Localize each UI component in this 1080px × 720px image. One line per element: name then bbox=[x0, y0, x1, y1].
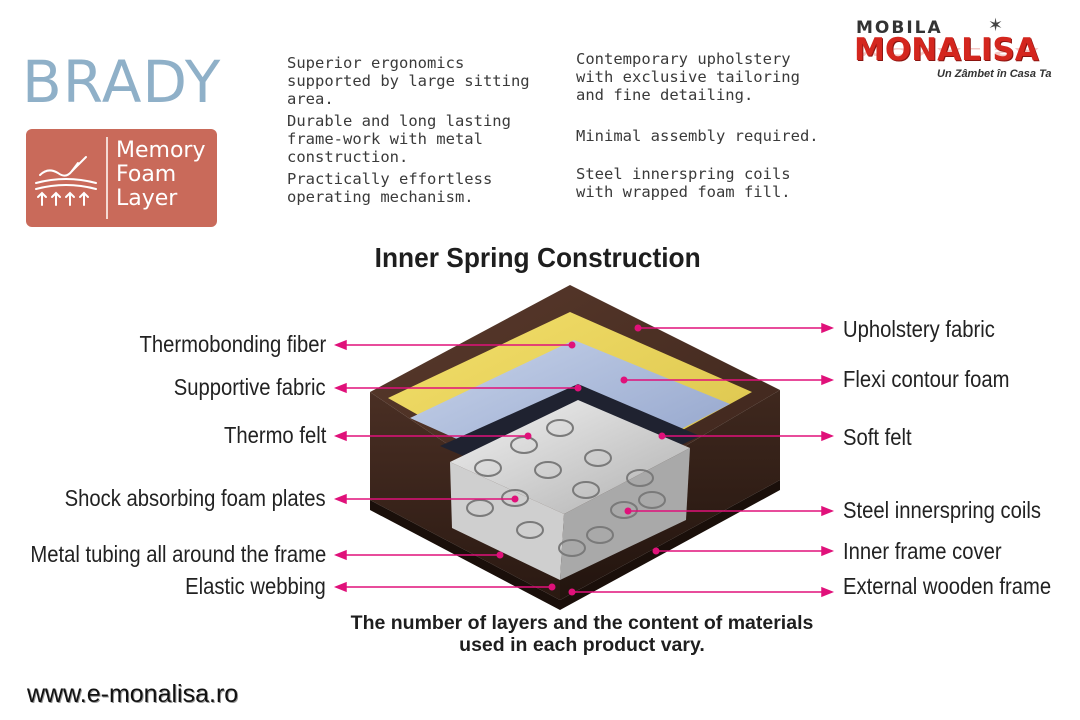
feature-text: Superior ergonomics supported by large s… bbox=[287, 54, 530, 108]
feature-text: Contemporary upholstery with exclusive t… bbox=[576, 50, 800, 104]
coil-block bbox=[450, 400, 690, 514]
leader-lines bbox=[333, 322, 835, 598]
coil-block-front-left bbox=[450, 462, 564, 580]
label-thermobonding-fiber: Thermobonding fiber bbox=[139, 331, 326, 357]
logo-top-text: MOBILA bbox=[856, 18, 943, 38]
badge-line: Memory bbox=[116, 138, 206, 163]
footnote-line: The number of layers and the content of … bbox=[350, 612, 814, 634]
logo-tagline: Un Zâmbet în Casa Ta bbox=[937, 68, 1052, 80]
badge-line: Layer bbox=[116, 186, 178, 211]
spring-coils bbox=[466, 419, 666, 557]
wooden-base bbox=[370, 480, 780, 610]
label-shock-absorbing-foam-plates: Shock absorbing foam plates bbox=[64, 485, 326, 511]
label-soft-felt: Soft felt bbox=[843, 424, 912, 450]
feature-text: Practically effortless operating mechani… bbox=[287, 170, 493, 206]
badge-line: Foam bbox=[116, 162, 177, 187]
feature-text: Steel innerspring coils with wrapped foa… bbox=[576, 165, 791, 201]
label-supportive-fabric: Supportive fabric bbox=[174, 374, 326, 400]
feature-text: Durable and long lasting frame-work with… bbox=[287, 112, 511, 166]
badge-label: Memory Foam Layer bbox=[116, 139, 205, 211]
label-upholstery-fabric: Upholstery fabric bbox=[843, 316, 995, 342]
footnote-line: used in each product vary. bbox=[459, 634, 705, 656]
label-thermo-felt: Thermo felt bbox=[223, 422, 326, 448]
label-steel-innerspring-coils: Steel innerspring coils bbox=[843, 497, 1042, 523]
label-flexi-contour-foam: Flexi contour foam bbox=[843, 366, 1010, 392]
label-metal-tubing: Metal tubing all around the frame bbox=[30, 541, 326, 567]
label-external-wooden-frame: External wooden frame bbox=[843, 573, 1052, 599]
memory-foam-badge: Memory Foam Layer bbox=[26, 129, 217, 227]
leader-dots bbox=[496, 324, 666, 596]
logo-main-text: MONALISA bbox=[854, 32, 1039, 68]
footnote: The number of layers and the content of … bbox=[300, 612, 864, 656]
badge-divider bbox=[106, 137, 108, 219]
label-inner-frame-cover: Inner frame cover bbox=[843, 538, 1002, 564]
diagram-title: Inner Spring Construction bbox=[0, 242, 1075, 274]
feature-text: Minimal assembly required. bbox=[576, 127, 819, 145]
diagram-title-text: Inner Spring Construction bbox=[374, 242, 701, 273]
product-name: BRADY bbox=[22, 48, 222, 116]
label-elastic-webbing: Elastic webbing bbox=[185, 573, 326, 599]
memory-foam-icon bbox=[35, 156, 97, 206]
star-icon: ✶ bbox=[988, 15, 1004, 35]
website-link[interactable]: www.e-monalisa.ro bbox=[27, 680, 239, 708]
coil-block-front-right bbox=[560, 448, 690, 580]
